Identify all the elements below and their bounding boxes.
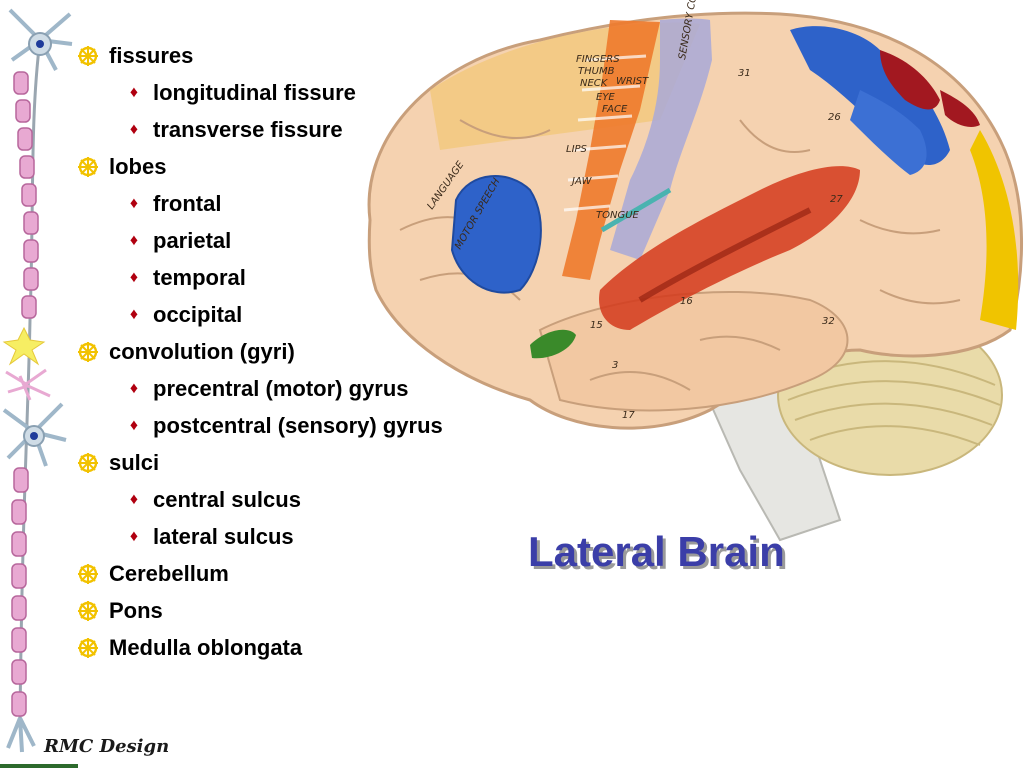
brain-label-17: 17: [622, 410, 635, 421]
outline-subitem-label: temporal: [153, 264, 246, 290]
outline-item: Medulla oblongata: [76, 629, 516, 666]
outline-subitem-label: lateral sulcus: [153, 523, 294, 549]
dharma-wheel-icon: [78, 45, 98, 66]
diamond-icon: ♦: [129, 527, 139, 545]
brain-label-3: 3: [612, 360, 618, 371]
neuron-middle-icon: [2, 402, 67, 467]
outline-subitem-label: parietal: [153, 227, 232, 253]
brain-label-15: 15: [590, 320, 603, 331]
dharma-wheel-icon: [78, 637, 98, 658]
outline-item-label: lobes: [109, 153, 167, 179]
outline-subitem: ♦ longitudinal fissure: [76, 74, 516, 111]
diamond-icon: ♦: [129, 268, 139, 286]
outline-subitem: ♦ parietal: [76, 222, 516, 259]
dharma-wheel-icon: [78, 600, 98, 621]
slide-title: Lateral Brain: [528, 528, 785, 575]
outline-subitem-label: occipital: [153, 301, 243, 327]
outline-item: fissures: [76, 37, 516, 74]
dharma-wheel-icon: [78, 341, 98, 362]
outline-subitem: ♦ frontal: [76, 185, 516, 222]
outline-item: Pons: [76, 592, 516, 629]
outline-subitem-label: central sulcus: [153, 486, 301, 512]
brain-label-lips: LIPS: [566, 144, 588, 155]
outline-subitem: ♦ central sulcus: [76, 481, 516, 518]
outline-subitem: ♦ transverse fissure: [76, 111, 516, 148]
outline-subitem-label: frontal: [153, 190, 222, 216]
diamond-icon: ♦: [129, 305, 139, 323]
dharma-wheel-icon: [78, 563, 98, 584]
diamond-icon: ♦: [129, 490, 139, 508]
footer-brand-logo: RMC Design: [44, 736, 170, 757]
brain-label-neck: NECK: [580, 78, 609, 89]
outline-subitem: ♦ temporal: [76, 259, 516, 296]
outline-item: lobes: [76, 148, 516, 185]
brain-label-jaw: JAW: [570, 176, 593, 187]
diamond-icon: ♦: [129, 416, 139, 434]
diamond-icon: ♦: [129, 194, 139, 212]
diamond-icon: ♦: [129, 120, 139, 138]
neuron-border-illustration: [2, 8, 73, 753]
footer-accent-bar: [0, 764, 78, 768]
brain-label-32: 32: [822, 316, 835, 327]
outline-item-label: sulci: [109, 449, 160, 475]
synapse-star-icon: [2, 326, 46, 366]
brain-label-31: 31: [738, 68, 751, 79]
diamond-icon: ♦: [129, 83, 139, 101]
outline-item-label: fissures: [109, 42, 194, 68]
diamond-icon: ♦: [129, 231, 139, 249]
brain-label-27: 27: [830, 194, 843, 205]
outline-subitem-label: longitudinal fissure: [153, 79, 356, 105]
diamond-icon: ♦: [129, 379, 139, 397]
outline-subitem-label: postcentral (sensory) gyrus: [153, 412, 443, 438]
outline-item-label: Medulla oblongata: [109, 634, 303, 660]
outline-item-label: Cerebellum: [109, 560, 229, 586]
outline-item-label: Pons: [109, 597, 163, 623]
brain-label-26: 26: [828, 112, 841, 123]
neuron-top-icon: [8, 8, 73, 71]
brain-model-illustration: SENSORY CORTEX MOTOR SPEECH LANGUAGE LIP…: [367, 0, 1024, 542]
outline-item: sulci: [76, 444, 516, 481]
brain-label-wrist: WRIST: [616, 76, 649, 87]
outline-item-label: convolution (gyri): [109, 338, 295, 364]
outline-subitem-label: precentral (motor) gyrus: [153, 375, 409, 401]
outline-item: Cerebellum: [76, 555, 516, 592]
brain-label-eye: EYE: [596, 92, 615, 103]
bullet-outline: fissures ♦ longitudinal fissure ♦ transver…: [76, 37, 516, 666]
brain-label-thumb: THUMB: [578, 66, 615, 77]
dharma-wheel-icon: [78, 156, 98, 177]
outline-subitem-label: transverse fissure: [153, 116, 343, 142]
outline-subitem: ♦ lateral sulcus: [76, 518, 516, 555]
brain-label-fingers: FINGERS: [576, 54, 620, 65]
outline-subitem: ♦ postcentral (sensory) gyrus: [76, 407, 516, 444]
brain-label-16: 16: [680, 296, 693, 307]
brain-label-face: FACE: [602, 104, 628, 115]
outline-subitem: ♦ precentral (motor) gyrus: [76, 370, 516, 407]
outline-item: convolution (gyri): [76, 333, 516, 370]
dharma-wheel-icon: [78, 452, 98, 473]
outline-subitem: ♦ occipital: [76, 296, 516, 333]
brain-label-tongue: TONGUE: [596, 210, 640, 221]
